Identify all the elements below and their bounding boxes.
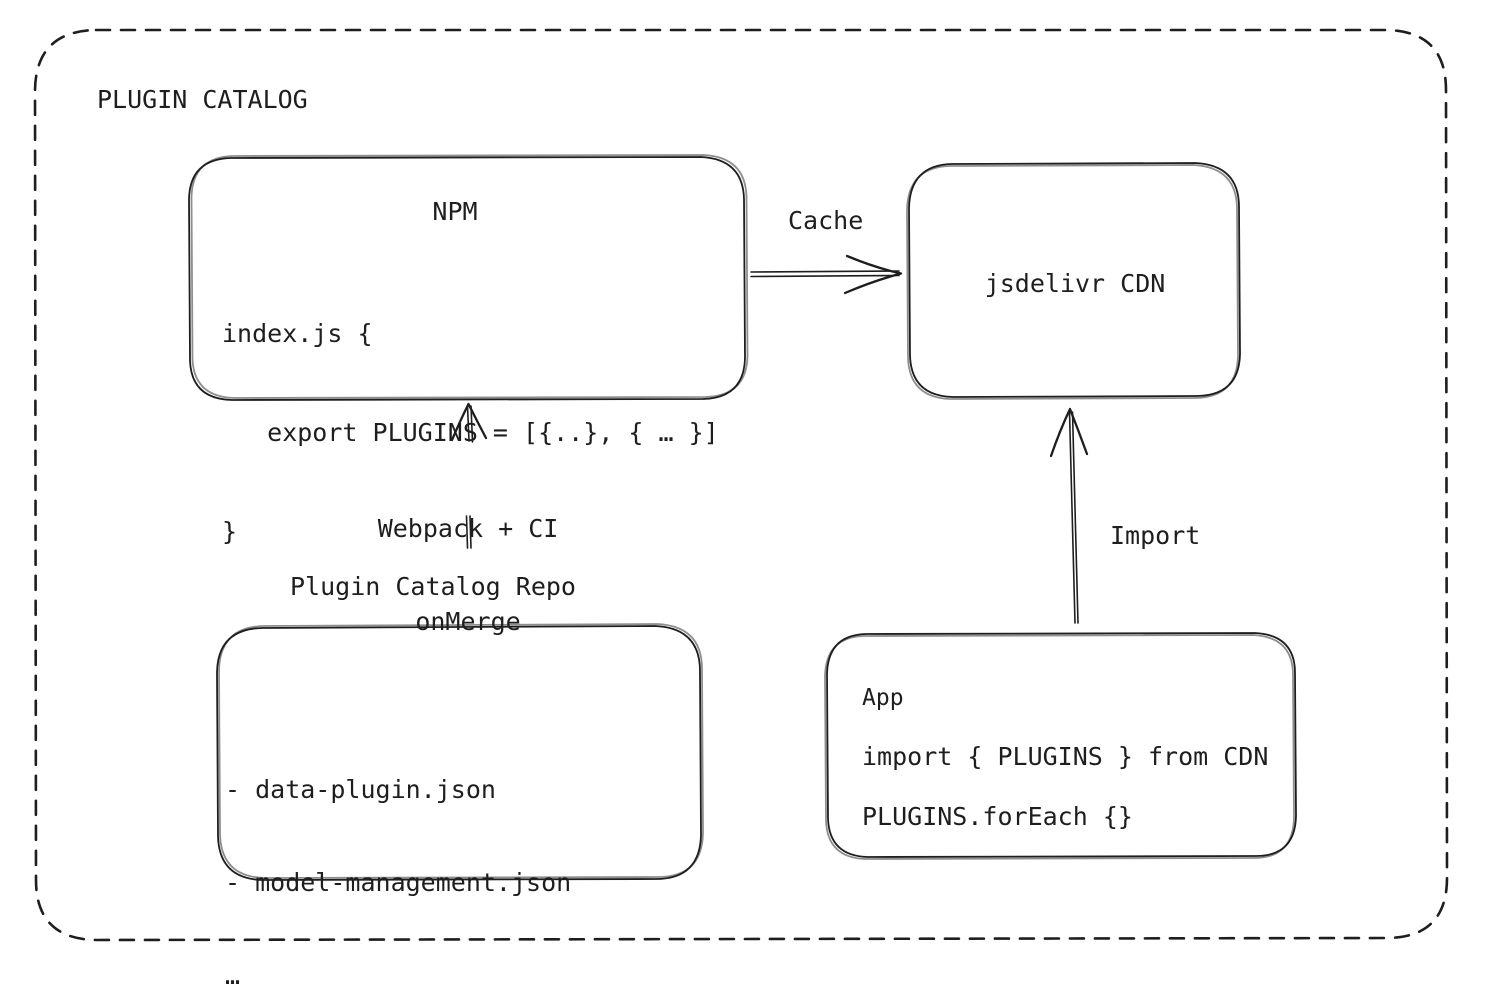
- npm-code-line: }: [222, 517, 238, 546]
- app-foreach-line: PLUGINS.forEach {}: [862, 802, 1133, 831]
- cache-arrow-label: Cache: [788, 206, 864, 235]
- npm-title: NPM: [432, 197, 478, 226]
- repo-file-item: …: [225, 961, 241, 990]
- build-arrow-label-line: onMerge: [415, 607, 521, 636]
- npm-code-block: index.js { export PLUGINS = [{..}, { … }…: [222, 251, 719, 614]
- import-arrow-label: Import: [1110, 521, 1201, 550]
- app-title: App: [862, 685, 904, 711]
- cdn-label: jsdelivr CDN: [984, 269, 1166, 298]
- app-import-line: import { PLUGINS } from CDN: [862, 742, 1269, 771]
- cdn-box: [908, 162, 1241, 398]
- repo-file-item: - model-management.json: [225, 868, 572, 897]
- npm-code-line: index.js {: [222, 319, 373, 348]
- npm-box: [188, 156, 746, 401]
- cache-arrow: [750, 254, 903, 295]
- app-box: [826, 632, 1297, 858]
- repo-file-list: - data-plugin.json - model-management.js…: [225, 712, 571, 1002]
- import-arrow: [1049, 407, 1089, 624]
- repo-title: Plugin Catalog Repo: [290, 572, 576, 601]
- plugin-catalog-boundary: [33, 28, 1449, 942]
- repo-box: [216, 625, 702, 881]
- build-arrow-label: Webpack + CI onMerge: [318, 451, 618, 699]
- npm-code-line: export PLUGINS = [{..}, { … }]: [222, 418, 719, 447]
- repo-file-item: - data-plugin.json: [225, 775, 496, 804]
- build-arrow-label-line: Webpack + CI: [377, 514, 559, 543]
- diagram-title: PLUGIN CATALOG: [97, 85, 308, 114]
- build-arrow: [450, 402, 488, 549]
